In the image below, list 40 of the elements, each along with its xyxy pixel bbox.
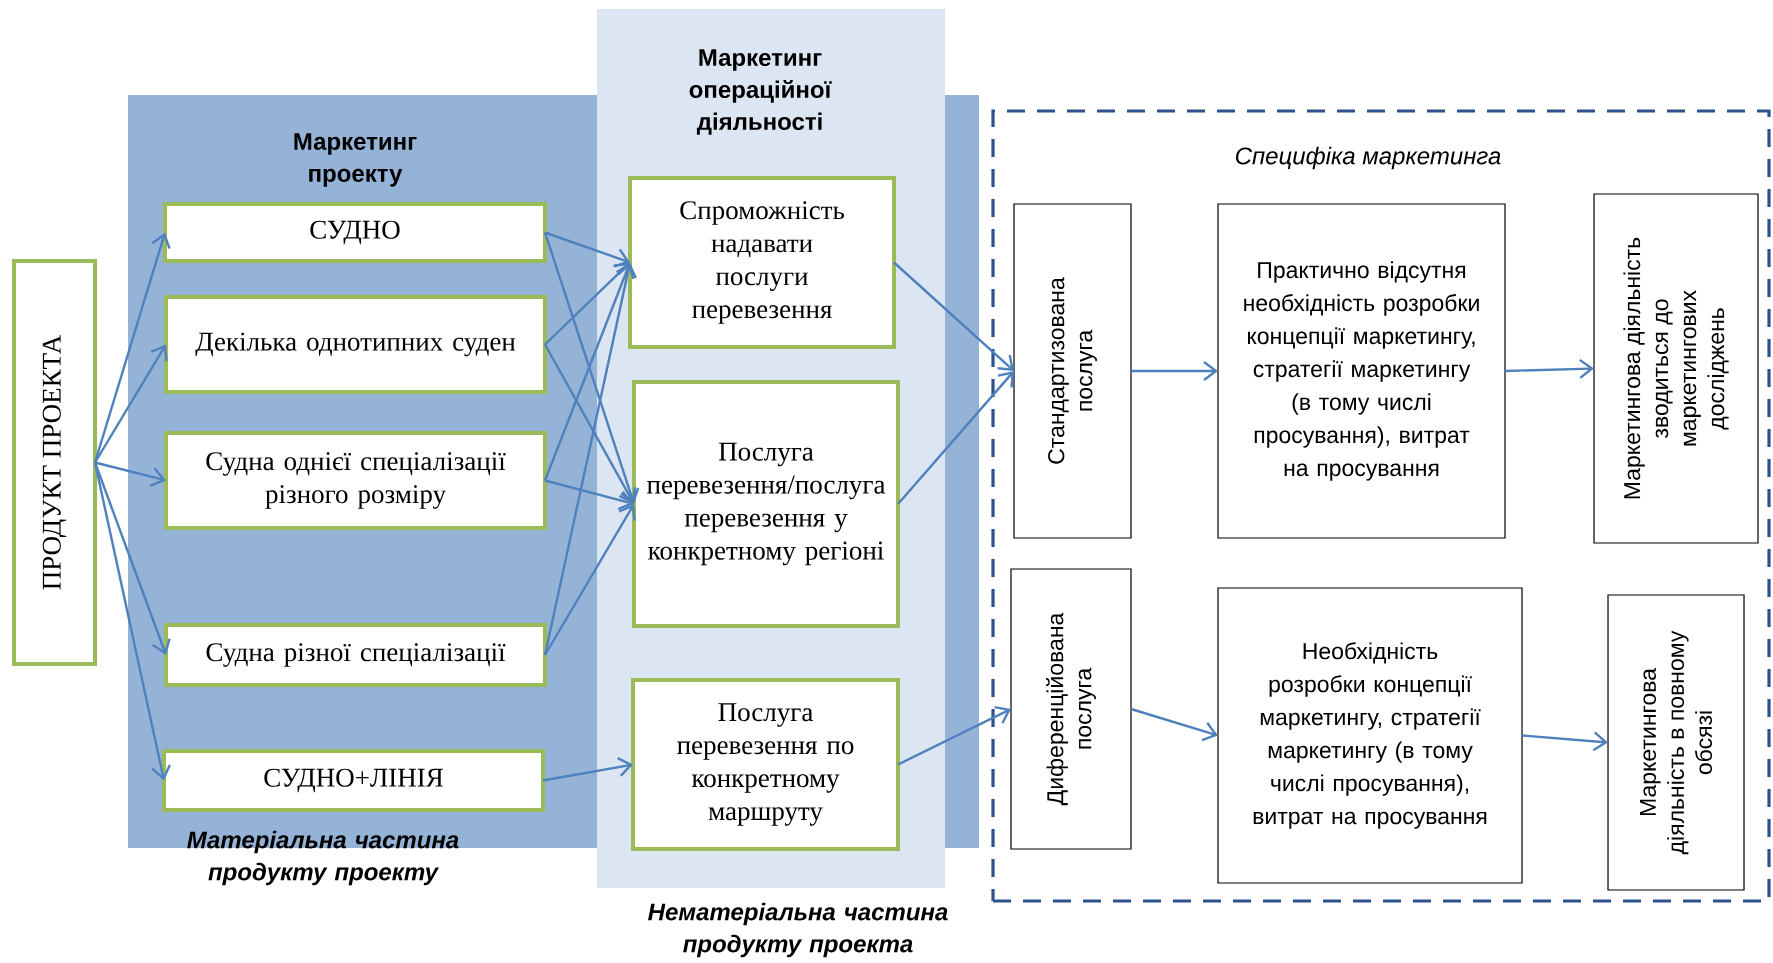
arrow (544, 479, 634, 511)
arrow (543, 232, 640, 504)
item-box: Спроможність надавати послуги перевезення (628, 176, 896, 349)
item-box: Судна різної спеціалізації (164, 623, 547, 687)
arrow (544, 262, 630, 346)
vertical-text-box: Диференційована послуга (1010, 568, 1132, 850)
product-box: ПРОДУКТ ПРОЕКТА (12, 259, 97, 666)
vertical-text-box: Стандартизована послуга (1013, 203, 1132, 539)
arrow (543, 262, 635, 481)
panel-caption: Матеріальна частина продукту проекту (187, 830, 459, 886)
arrow (93, 462, 171, 655)
item-box: Судна однієї спеціалізації різного розміру (164, 431, 547, 530)
panel-caption: Нематеріальна частина продукту проекта (648, 902, 948, 958)
vertical-text-box: Маркетингова діяльність в повному обсязі (1607, 594, 1745, 891)
text-box: Необхідність розробки концепції маркетингу, стратегії маркетингу (в тому числі просування), витрат на просування (1217, 587, 1523, 884)
frame-heading: Специфіка маркетинга (1235, 146, 1501, 170)
arrow (897, 705, 1011, 766)
panel-heading: Маркетинг проекту (294, 133, 417, 187)
text-box: Практично відсутня необхідність розробки концепції маркетингу, стратегії маркетингу (в тому числі просування), витрат на просування (1217, 203, 1506, 539)
arrow (543, 262, 637, 656)
item-box: Послуга перевезення по конкретному маршруту (631, 678, 900, 851)
arrow (543, 504, 636, 656)
arrow (893, 261, 1014, 371)
item-box: Послуга перевезення/послуга перевезення у конкретному регіоні (632, 380, 900, 628)
arrow (93, 462, 171, 781)
vertical-text-box: Маркетингова діяльність зводиться до маркетингових досліджень (1593, 193, 1759, 544)
arrow (897, 371, 1014, 505)
item-box: Декілька однотипних суден (164, 295, 547, 394)
arrow (1131, 361, 1218, 381)
arrow (1130, 707, 1218, 742)
item-box: СУДНО (163, 202, 547, 263)
arrow (1504, 358, 1594, 379)
arrow (1521, 731, 1608, 752)
arrow (94, 461, 166, 487)
panel-heading: Маркетинг операційної діяльності (689, 49, 832, 135)
arrow (94, 344, 168, 464)
arrow (543, 343, 637, 504)
arrow (542, 757, 633, 782)
arrow (93, 232, 171, 463)
item-box: СУДНО+ЛІНІЯ (162, 749, 545, 812)
